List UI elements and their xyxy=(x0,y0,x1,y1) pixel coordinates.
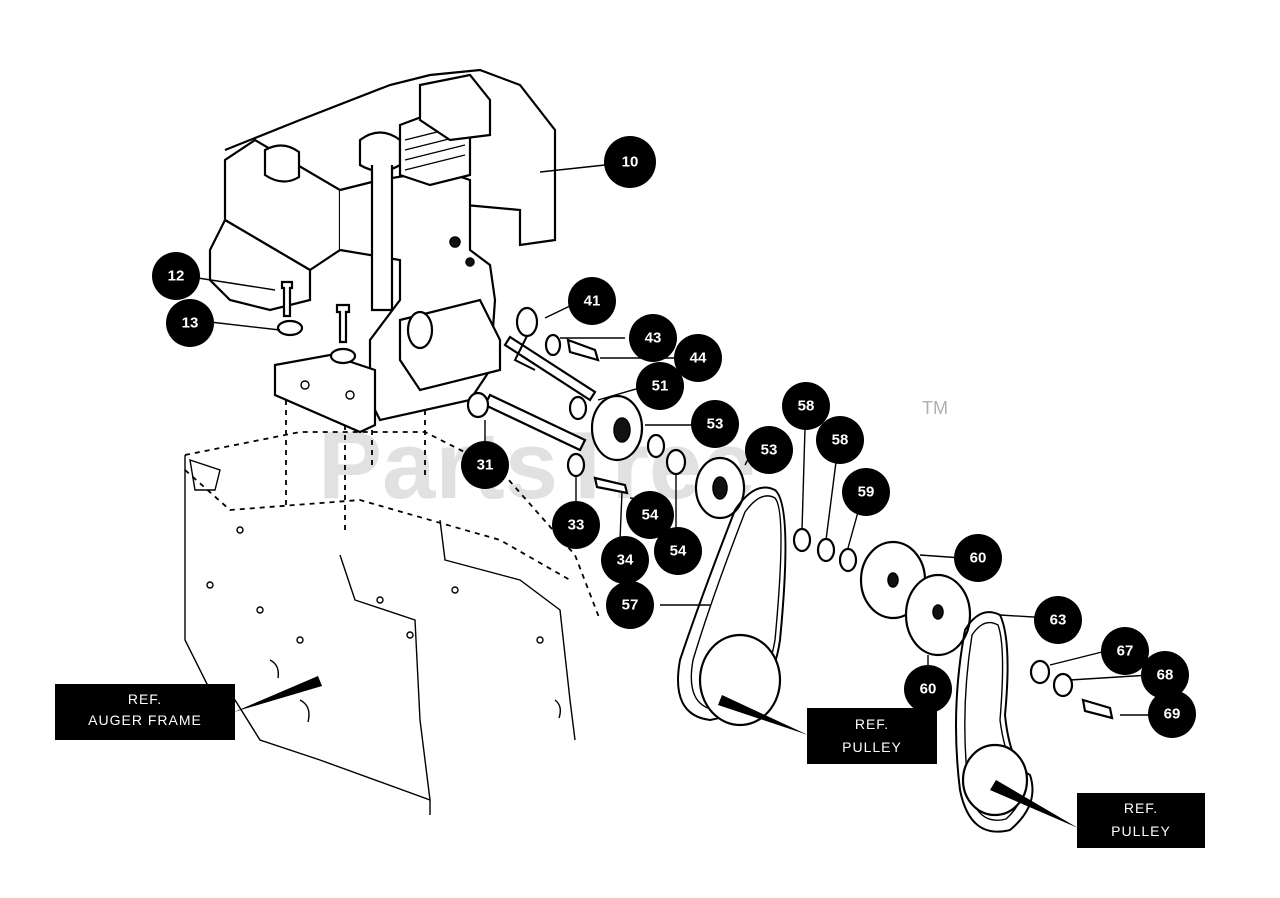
callout-53a: 53 xyxy=(691,400,739,448)
callout-63: 63 xyxy=(1034,596,1082,644)
svg-text:PULLEY: PULLEY xyxy=(1111,823,1171,839)
ref-auger-frame: REF. AUGER FRAME xyxy=(55,676,322,740)
callout-12: 12 xyxy=(152,252,200,300)
svg-text:12: 12 xyxy=(168,268,185,285)
svg-text:58: 58 xyxy=(832,432,849,449)
svg-text:AUGER FRAME: AUGER FRAME xyxy=(88,712,202,728)
ref-pulley-1: REF. PULLEY xyxy=(718,695,937,764)
callout-69: 69 xyxy=(1148,690,1196,738)
svg-text:54: 54 xyxy=(642,507,659,524)
svg-text:33: 33 xyxy=(568,517,585,534)
svg-text:PULLEY: PULLEY xyxy=(842,739,902,755)
callout-68: 68 xyxy=(1141,651,1189,699)
watermark-tm: TM xyxy=(922,398,948,418)
callout-31: 31 xyxy=(461,441,509,489)
leader-lines xyxy=(197,164,1151,716)
callout-33: 33 xyxy=(552,501,600,549)
callout-54b: 54 xyxy=(654,527,702,575)
callout-59: 59 xyxy=(842,468,890,516)
svg-text:34: 34 xyxy=(617,552,634,569)
callout-51: 51 xyxy=(636,362,684,410)
svg-text:60: 60 xyxy=(970,550,987,567)
callout-34: 34 xyxy=(601,536,649,584)
callout-60b: 60 xyxy=(904,665,952,713)
svg-text:69: 69 xyxy=(1164,706,1181,723)
svg-text:13: 13 xyxy=(182,315,199,332)
svg-text:60: 60 xyxy=(920,681,937,698)
callout-53b: 53 xyxy=(745,426,793,474)
svg-text:REF.: REF. xyxy=(855,716,889,732)
svg-text:31: 31 xyxy=(477,457,494,474)
ref-pulley-2: REF. PULLEY xyxy=(990,780,1205,848)
svg-text:10: 10 xyxy=(622,154,639,171)
auger-frame xyxy=(184,390,601,815)
callout-44: 44 xyxy=(674,334,722,382)
callout-41: 41 xyxy=(568,277,616,325)
callout-67: 67 xyxy=(1101,627,1149,675)
callout-43: 43 xyxy=(629,314,677,362)
svg-text:53: 53 xyxy=(761,442,778,459)
belt-57 xyxy=(677,486,787,727)
svg-text:59: 59 xyxy=(858,484,875,501)
callout-60a: 60 xyxy=(954,534,1002,582)
svg-text:REF.: REF. xyxy=(1124,800,1158,816)
svg-text:63: 63 xyxy=(1050,612,1067,629)
callout-58a: 58 xyxy=(782,382,830,430)
svg-text:43: 43 xyxy=(645,330,662,347)
svg-text:67: 67 xyxy=(1117,643,1134,660)
svg-text:57: 57 xyxy=(622,597,639,614)
svg-text:51: 51 xyxy=(652,378,669,395)
svg-text:41: 41 xyxy=(584,293,601,310)
callout-58b: 58 xyxy=(816,416,864,464)
svg-text:53: 53 xyxy=(707,416,724,433)
callout-13: 13 xyxy=(166,299,214,347)
svg-text:44: 44 xyxy=(690,350,707,367)
shaft-hardware xyxy=(466,306,1114,720)
callouts: 10 12 13 41 43 44 51 53 53 58 58 59 31 3… xyxy=(152,136,1196,738)
callout-10: 10 xyxy=(604,136,656,188)
svg-text:68: 68 xyxy=(1157,667,1174,684)
svg-text:54: 54 xyxy=(670,543,687,560)
callout-54a: 54 xyxy=(626,491,674,539)
ref-labels: REF. AUGER FRAME REF. PULLEY REF. PULLEY xyxy=(55,676,1205,848)
engine xyxy=(208,68,557,434)
svg-text:REF.: REF. xyxy=(128,691,162,707)
callout-57: 57 xyxy=(606,581,654,629)
svg-text:58: 58 xyxy=(798,398,815,415)
